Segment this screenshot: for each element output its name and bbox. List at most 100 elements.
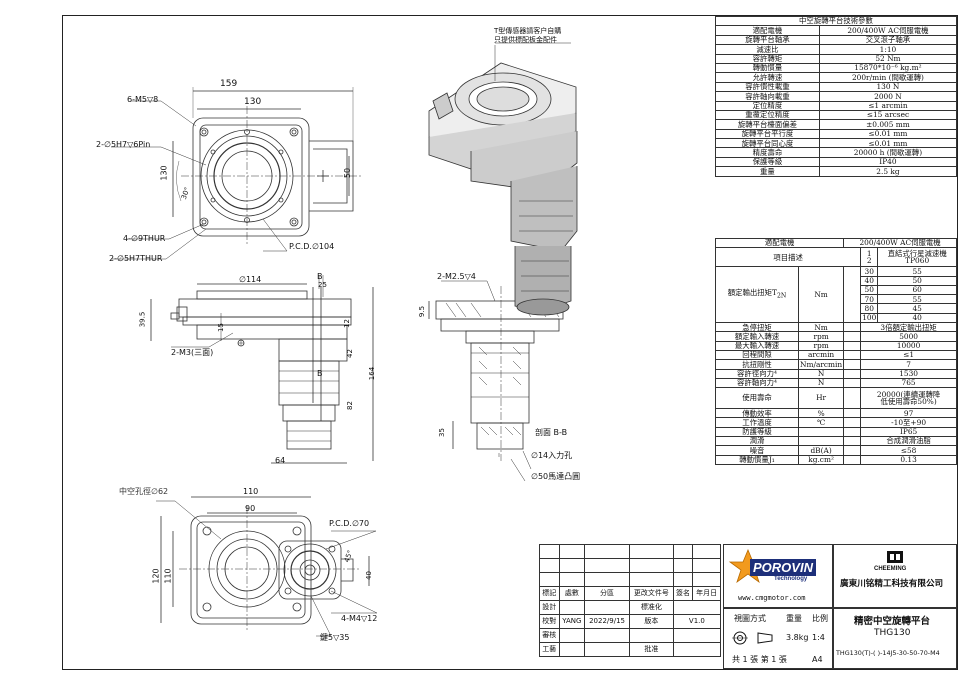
gear-row-unit: Nm/arcmin (797, 359, 845, 370)
gear-row-key: 抗扭剛性 (715, 359, 799, 370)
sheet-info: 共 1 張 第 1 張 (732, 655, 787, 664)
m5-tap-label: 6-M5▽8 (127, 95, 159, 104)
dim-110: 110 (243, 487, 259, 496)
dim-114: ∅114 (239, 275, 262, 284)
gear-life-label: 使用壽命 (715, 387, 799, 410)
gear-ratio: 40 (860, 275, 879, 286)
top-view (111, 87, 361, 260)
spec-key: 重量 (715, 166, 820, 177)
tb-design: 設計 (539, 600, 560, 615)
spec-title: 中空旋轉平台技術參數 (715, 15, 957, 27)
gear-row-unit: dB(A) (797, 445, 845, 456)
spec-value: IP40 (818, 156, 958, 168)
logo-subtitle: Technology (774, 576, 808, 582)
sensor-note-2: 只提供標配板金配件 (494, 36, 557, 44)
dim-15: 15 (216, 323, 225, 332)
tb-check: 校對 (539, 614, 560, 629)
spec-value: ≤0.01 mm (818, 138, 958, 149)
spec-value: ≤0.01 mm (818, 128, 958, 140)
gear-ratio: 100 (860, 312, 879, 324)
gear-row-key: 噪音 (715, 445, 799, 456)
spec-value: 2000 N (818, 91, 958, 102)
spec-key: 旋轉平台檯面偏差 (715, 119, 820, 130)
sensor-note-1: T型傳感器請客户自購 (494, 27, 562, 35)
dim-9-5: 9.5 (418, 305, 427, 318)
tb-h2: 處數 (558, 586, 586, 601)
gear-row-value: 1530 (860, 368, 957, 379)
drawing-sheet: T型傳感器請客户自購 只提供標配板金配件 159 130 130 50 6-M5… (62, 15, 958, 670)
gear-row-key: 容許徑向力⁴ (715, 368, 799, 379)
section-mark-b-bottom: B (317, 369, 323, 378)
section-mark-b-top: B (317, 272, 323, 281)
spec-key: 容許慣性載重 (715, 81, 820, 93)
spec-value: 130 N (818, 81, 958, 93)
spec-value: 200r/min (間歇運轉) (818, 72, 958, 83)
company-name: 廣東川铭精工科技有限公司 (840, 579, 944, 589)
dim-40: 40 (364, 571, 373, 580)
spec-key: 旋轉平台同心度 (715, 138, 820, 149)
front-view (150, 275, 374, 464)
gear-row-key: 潤滑 (715, 436, 799, 447)
m2-5-label: 2-M2.5▽4 (437, 272, 476, 281)
spec-key: 旋轉平台軸承 (715, 34, 820, 46)
gear-life-value: 20000(連續運轉降低使用壽命50%) (860, 387, 957, 410)
gear-row-value: 3倍額定輸出扭矩 (860, 322, 957, 333)
weight-label: 重量 (786, 614, 802, 623)
gear-row-unit: arcmin (797, 349, 845, 361)
tb-h1: 標記 (539, 586, 560, 601)
tb-version: V1.0 (672, 614, 722, 629)
website-label: www.cmgmotor.com (738, 594, 806, 602)
spec-value: 交叉滾子軸承 (818, 34, 958, 46)
gear-torque-label: 額定輸出扭矩T2N (715, 266, 799, 324)
spec-value: 52 Nm (818, 53, 958, 64)
gear-row-unit (797, 426, 845, 438)
pcd-70-label: P.C.D.∅70 (329, 519, 370, 528)
tb-date: 2022/9/15 (584, 614, 630, 629)
spec-key: 適配電機 (715, 25, 820, 36)
dim-42: 42 (345, 349, 354, 358)
gear-ratio-value: 60 (877, 284, 957, 296)
gear-torque-spacer (843, 266, 862, 324)
logo-wordmark: POROVIN (750, 559, 816, 576)
gear-row-unit: ℃ (797, 417, 845, 428)
thru-9-label: 4-∅9THUR (123, 234, 166, 243)
spec-key: 允許轉速 (715, 72, 820, 83)
dim-50: 50 (343, 167, 353, 179)
tb-version-label: 版本 (628, 614, 674, 629)
revision-block: 標記 處數 分區 更改文件号 簽名 年月日 設計 標准化 校對 YANG 202… (539, 544, 722, 657)
gear-row-key: 工作溫度 (715, 417, 799, 428)
gear-row-value: 5000 (860, 331, 957, 342)
dim-12: 12 (342, 319, 351, 328)
dim-25: 25 (318, 281, 327, 289)
scale-value: 1:4 (812, 633, 825, 642)
gear-row-unit: kg.cm² (797, 454, 845, 465)
pcd-104-label: P.C.D.∅104 (289, 242, 335, 251)
product-block: 精密中空旋轉平台 THG130 THG130(T)-( )-14J5-30-50… (833, 608, 957, 669)
gear-ratio: 50 (860, 284, 879, 296)
scale-label: 比例 (812, 614, 828, 623)
spec-value: ≤15 arcsec (818, 109, 958, 121)
dim-110-v: 110 (163, 568, 173, 584)
spec-key: 轉動慣量 (715, 62, 820, 74)
tb-h4: 更改文件号 (628, 586, 674, 601)
m4-label: 4-M4▽12 (341, 614, 378, 623)
weight-value: 3.8kg (786, 633, 809, 642)
drawing-linework (111, 42, 578, 637)
gear-ratio: 70 (860, 294, 879, 305)
company-panel: CHEEMING 廣東川铭精工科技有限公司 (833, 544, 957, 608)
view-block: 視圖方式 重量 比例 3.8kg 1:4 共 1 張 第 1 張 A4 (723, 608, 833, 669)
hollow-dia-label: 中空孔徑∅62 (119, 487, 169, 496)
tb-checker: YANG (558, 614, 586, 629)
gear-ratio-value: 45 (877, 303, 957, 314)
spec-value: 200/400W AC伺服電機 (818, 25, 958, 36)
gear-row-value: IP65 (860, 426, 957, 438)
gear-row-unit (797, 436, 845, 447)
gear-torque-unit: Nm (797, 266, 845, 324)
gear-ratio-value: 55 (877, 294, 957, 305)
product-model: THG130 (874, 628, 911, 638)
isometric-view (428, 42, 578, 316)
gear-row-key: 容許軸向力⁴ (715, 377, 799, 389)
gear-row-key: 額定輸入轉速 (715, 331, 799, 342)
paper-size: A4 (812, 655, 823, 664)
